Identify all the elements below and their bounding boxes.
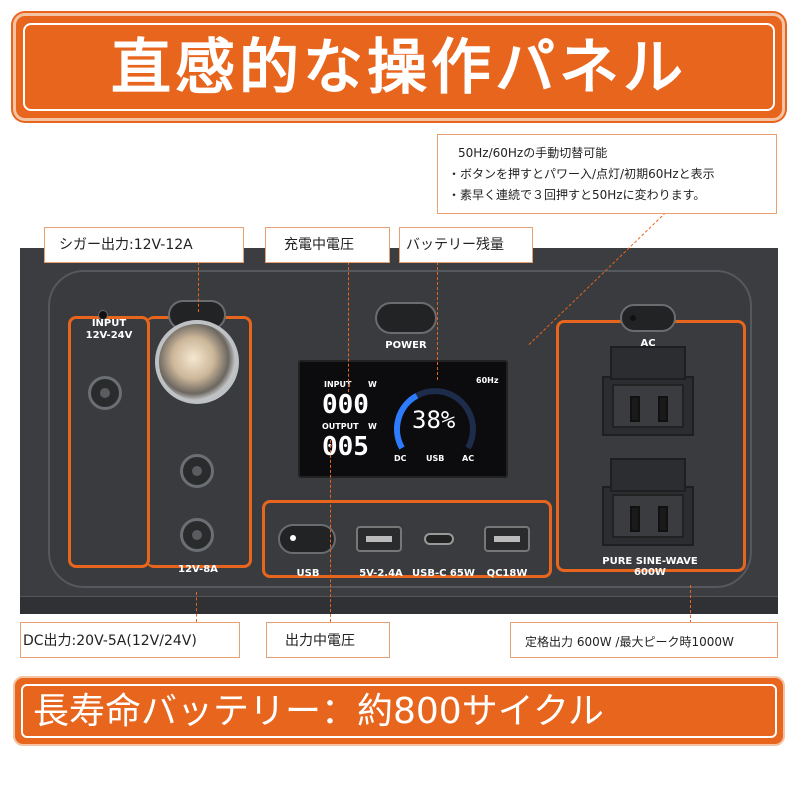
dc-output-callout: DC出力:20V-5A(12V/24V)	[20, 622, 240, 658]
dc-port-2[interactable]	[180, 518, 214, 552]
outlet-slot	[630, 396, 640, 422]
leader-line	[690, 585, 691, 623]
callout-text: 50Hz/60Hzの手動切替可能	[458, 146, 608, 160]
screen-input-unit: W	[368, 380, 377, 389]
usb-a-label: 5V-2.4A	[359, 568, 403, 579]
usb-section	[262, 500, 552, 578]
usb-button[interactable]	[278, 524, 336, 554]
screen-ac: AC	[462, 454, 475, 463]
usb-label: USB	[296, 568, 320, 579]
input-section	[68, 316, 150, 568]
leader-line	[330, 440, 331, 622]
callout-text: ・素早く連続で３回押すと50Hzに変わります。	[448, 188, 706, 202]
ac-outlet-top-cap	[610, 346, 686, 380]
usb-a-port[interactable]	[356, 526, 402, 552]
input-port[interactable]	[88, 376, 122, 410]
rated-output-callout: 定格出力 600W /最大ピーク時1000W	[510, 622, 778, 658]
bottom-banner-frame	[21, 684, 777, 738]
panel-bottom-strip	[20, 596, 778, 614]
outlet-slot	[630, 506, 640, 532]
outlet-face	[612, 494, 684, 538]
callout-text: バッテリー残量	[406, 237, 504, 253]
top-banner-frame	[23, 23, 775, 111]
output-voltage-callout: 出力中電圧	[266, 622, 390, 658]
callout-text: 充電中電圧	[284, 237, 354, 253]
leader-line	[196, 592, 197, 622]
callout-text: 定格出力 600W /最大ピーク時1000W	[525, 635, 734, 649]
cigarette-socket[interactable]	[155, 320, 239, 404]
screen-input-label: INPUT	[324, 380, 352, 389]
leader-line	[348, 262, 349, 392]
indicator-led	[98, 310, 108, 320]
callout-text: ・ボタンを押すとパワー入/点灯/初期60Hzと表示	[448, 167, 715, 181]
battery-percent: 38%	[412, 406, 456, 434]
usb-c-label: USB-C 65W	[412, 568, 475, 579]
leader-line	[437, 262, 438, 380]
input-label: INPUT 12V-24V	[85, 318, 133, 341]
ac-outlet-2[interactable]	[602, 486, 694, 546]
battery-remaining-callout: バッテリー残量	[399, 227, 533, 263]
callout-text: 出力中電圧	[285, 633, 355, 649]
usb-c-port[interactable]	[424, 533, 454, 545]
power-button[interactable]	[375, 302, 437, 334]
page-title: 直感的な操作パネル	[111, 33, 687, 103]
cigar-output-callout: シガー出力:12V-12A	[44, 227, 244, 263]
callout-text: DC出力:20V-5A(12V/24V)	[23, 633, 197, 649]
sine-wave-label: PURE SINE-WAVE 600W	[602, 556, 698, 578]
outlet-face	[612, 384, 684, 428]
qc-label: QC18W	[486, 568, 528, 579]
ac-button-dot	[630, 315, 636, 321]
ac-outlet-1[interactable]	[602, 376, 694, 436]
lcd-screen: INPUT W 000 OUTPUT W 005 38% 60Hz DC USB…	[298, 360, 508, 478]
screen-output-label: OUTPUT	[322, 422, 359, 431]
leader-line	[198, 262, 199, 312]
screen-usb: USB	[426, 454, 445, 463]
screen-dc: DC	[394, 454, 407, 463]
bottom-banner: 長寿命バッテリー：約800サイクル	[13, 676, 785, 746]
charge-voltage-callout: 充電中電圧	[265, 227, 390, 263]
dc-output-label: 12V-8A	[178, 564, 218, 575]
outlet-slot	[658, 396, 668, 422]
power-label: POWER	[385, 340, 427, 351]
output-watts: 005	[322, 432, 369, 462]
battery-ring-fill	[394, 388, 476, 450]
ac-button[interactable]	[620, 304, 676, 332]
ac-outlet-mid-cap	[610, 458, 686, 492]
frequency-indicator: 60Hz	[476, 376, 499, 385]
screen-output-unit: W	[368, 422, 377, 431]
dc-port-1[interactable]	[180, 454, 214, 488]
outlet-slot	[658, 506, 668, 532]
input-watts: 000	[322, 390, 369, 420]
battery-life-title: 長寿命バッテリー：約800サイクル	[33, 691, 604, 732]
usb-button-dot	[290, 535, 296, 541]
battery-ring	[394, 388, 476, 450]
ac-label: AC	[640, 338, 656, 349]
callout-text: シガー出力:12V-12A	[59, 237, 193, 253]
frequency-callout: 50Hz/60Hzの手動切替可能 ・ボタンを押すとパワー入/点灯/初期60Hzと…	[437, 134, 777, 214]
control-panel: INPUT 12V-24V DC 12V-8A POWER INPUT W 00…	[20, 248, 778, 614]
top-banner: 直感的な操作パネル	[13, 13, 785, 121]
qc-port[interactable]	[484, 526, 530, 552]
